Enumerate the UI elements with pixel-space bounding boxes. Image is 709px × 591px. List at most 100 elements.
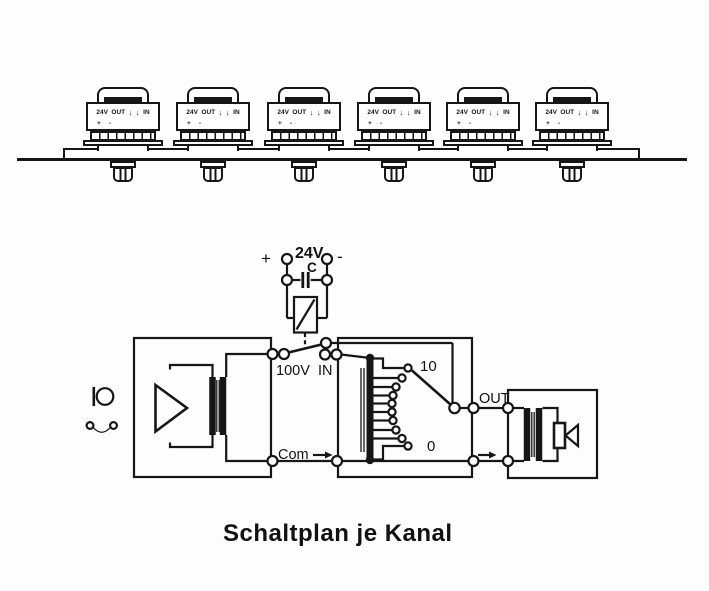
cable-gland — [473, 167, 493, 182]
module-pedestal — [97, 146, 149, 151]
transformer-module: 24V OUT ↓ ↓ IN + - — [173, 87, 253, 187]
module-polarity-label: + - — [368, 120, 382, 127]
transformer-module: 24V OUT ↓ ↓ IN + - — [443, 87, 523, 187]
tap-circle — [397, 433, 407, 444]
handle-grip — [104, 97, 142, 103]
module-pedestal — [368, 146, 420, 151]
label-tap-0: 0 — [427, 438, 436, 455]
handle-grip — [194, 97, 232, 103]
module-handle — [368, 87, 420, 104]
module-handle — [97, 87, 149, 104]
module-pedestal — [546, 146, 598, 151]
label-out: OUT — [479, 391, 510, 407]
module-base-plate — [443, 140, 523, 146]
speaker-transformer — [513, 406, 559, 463]
module-panel-label: 24V OUT ↓ ↓ IN — [88, 108, 158, 117]
relay-contact-blade — [288, 343, 322, 354]
label-24v: 24V — [295, 245, 324, 262]
terminal-com — [266, 454, 279, 468]
line-input-icon — [85, 421, 118, 433]
supply-plus-terminal — [280, 252, 294, 266]
speaker-box — [506, 388, 599, 480]
transformer-module: 24V OUT ↓ ↓ IN + - — [532, 87, 612, 187]
down-arrow-icon: ↓ — [577, 108, 582, 117]
down-arrow-icon: ↓ — [128, 108, 133, 117]
module-handle — [187, 87, 239, 104]
module-base-plate — [532, 140, 612, 146]
label-com: Com — [278, 447, 309, 463]
tap-circle — [387, 407, 397, 417]
down-arrow-icon: ↓ — [218, 108, 223, 117]
label-plus: + — [261, 249, 271, 268]
module-panel-label: 24V OUT ↓ ↓ IN — [367, 108, 421, 117]
relay-supply-circuit — [280, 252, 334, 350]
module-voltage-label: 24V — [96, 109, 108, 116]
module-base-plate — [264, 140, 344, 146]
module-panel-label: 24V OUT ↓ ↓ IN — [186, 108, 240, 117]
tap-circle — [397, 373, 407, 383]
handle-grip — [464, 97, 502, 103]
transformer-module: 24V OUT ↓ ↓ IN + - — [83, 87, 163, 187]
module-handle — [278, 87, 330, 104]
module-handle — [457, 87, 509, 104]
cable-gland — [562, 167, 582, 182]
tap-0 — [403, 441, 413, 451]
tap-circle — [388, 390, 398, 401]
module-polarity-label: + - — [278, 120, 292, 127]
tap-circle — [387, 398, 397, 409]
supply-minus-terminal — [320, 252, 334, 266]
module-front-panel: 24V OUT ↓ ↓ IN + - — [446, 102, 520, 131]
amplifier-output-transformer — [168, 352, 268, 463]
down-arrow-icon: ↓ — [488, 108, 493, 117]
cable-gland — [384, 167, 404, 182]
down-arrow-icon: ↓ — [316, 108, 321, 117]
down-arrow-icon: ↓ — [309, 108, 314, 117]
tap-circle — [391, 425, 401, 435]
module-base-plate — [354, 140, 434, 146]
label-capacitor: C — [307, 260, 317, 275]
amplifier-box — [132, 336, 273, 479]
bypass-contact — [319, 336, 333, 350]
down-arrow-icon: ↓ — [399, 108, 404, 117]
amplifier-triangle-icon — [154, 382, 190, 435]
tap-circle — [391, 382, 401, 392]
volume-attenuator — [360, 353, 413, 465]
handle-grip — [285, 97, 323, 103]
module-pedestal — [278, 146, 330, 151]
com-bus — [266, 451, 515, 468]
terminal-in — [318, 348, 332, 361]
module-handle — [546, 87, 598, 104]
module-polarity-label: + - — [97, 120, 111, 127]
down-arrow-icon: ↓ — [584, 108, 589, 117]
module-base-plate — [173, 140, 253, 146]
tap-circle — [388, 415, 398, 426]
down-arrow-icon: ↓ — [495, 108, 500, 117]
handle-grip — [375, 97, 413, 103]
speaker-icon — [552, 421, 580, 450]
page-title: Schaltplan je Kanal — [223, 520, 453, 547]
label-in: IN — [318, 363, 333, 379]
label-100v: 100V — [276, 363, 310, 379]
module-polarity-label: + - — [187, 120, 201, 127]
transformer-module: 24V OUT ↓ ↓ IN + - — [354, 87, 434, 187]
module-pedestal — [187, 146, 239, 151]
module-panel-label: 24V OUT ↓ ↓ IN — [456, 108, 510, 117]
flow-arrow-icon — [313, 451, 333, 459]
terminal-out — [467, 401, 480, 415]
relay-contact — [266, 336, 454, 404]
terminal-100v — [266, 347, 279, 361]
relay-coil — [292, 295, 319, 334]
label-minus: - — [337, 247, 343, 266]
module-polarity-label: + - — [457, 120, 471, 127]
module-panel-label: 24V OUT ↓ ↓ IN — [277, 108, 331, 117]
module-out-label: OUT — [111, 109, 126, 116]
module-pedestal — [457, 146, 509, 151]
module-in-label: IN — [143, 109, 150, 116]
cable-gland — [203, 167, 223, 182]
module-polarity-label: + - — [546, 120, 560, 127]
transformer-module: 24V OUT ↓ ↓ IN + - — [264, 87, 344, 187]
cable-gland — [113, 167, 133, 182]
module-panel-label: 24V OUT ↓ ↓ IN — [545, 108, 599, 117]
